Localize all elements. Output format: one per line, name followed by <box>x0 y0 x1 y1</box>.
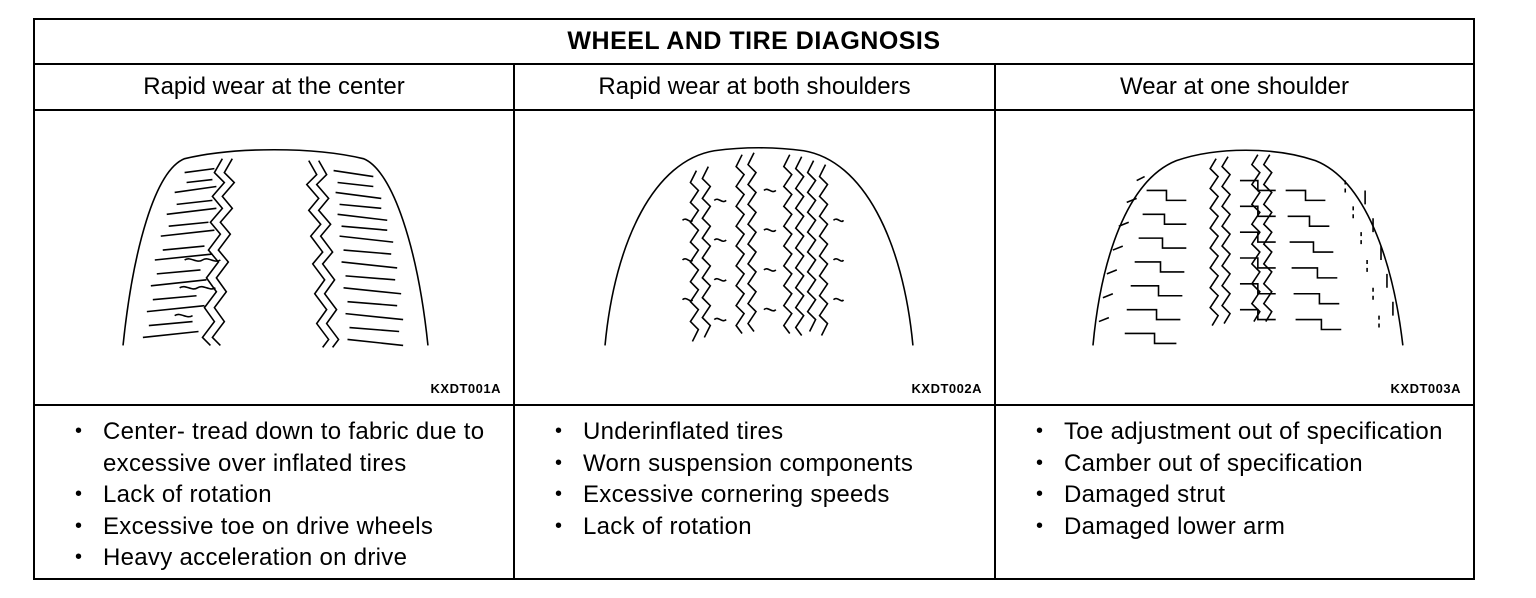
figure-code: KXDT001A <box>430 381 501 396</box>
bullet-icon: • <box>75 420 83 442</box>
bullet-icon: • <box>1036 420 1044 442</box>
diagnosis-table: WHEEL AND TIRE DIAGNOSIS Rapid wear at t… <box>33 18 1475 580</box>
cause-list: •Underinflated tires •Worn suspension co… <box>515 408 994 578</box>
bullet-icon: • <box>1036 514 1044 537</box>
list-item: •Center- tread down to fabric due to exc… <box>75 418 485 477</box>
cause-list: •Center- tread down to fabric due to exc… <box>35 408 513 578</box>
list-item: •Excessive cornering speeds <box>515 479 994 511</box>
tire-figure-shoulders-wear: KXDT002A <box>515 111 994 406</box>
bullet-icon: • <box>75 514 83 537</box>
bullet-icon: • <box>75 546 83 568</box>
bullet-icon: • <box>555 451 563 474</box>
column-shoulders-wear: Rapid wear at both shoulders <box>515 65 996 578</box>
figure-code: KXDT003A <box>1390 381 1461 396</box>
list-item: •Toe adjustment out of specification <box>996 416 1473 448</box>
list-item: •Camber out of specification <box>996 448 1473 480</box>
bullet-icon: • <box>75 483 83 505</box>
list-item: •Underinflated tires <box>515 416 994 448</box>
bullet-icon: • <box>555 514 563 537</box>
tire-shoulders-wear-illustration <box>604 146 914 346</box>
table-title: WHEEL AND TIRE DIAGNOSIS <box>35 20 1473 65</box>
tire-center-wear-illustration <box>122 148 429 348</box>
list-item: •Worn suspension components <box>515 448 994 480</box>
list-item: •Lack of rotation <box>35 479 513 511</box>
tire-one-shoulder-wear-illustration <box>1092 149 1404 346</box>
tire-figure-center-wear: KXDT001A <box>35 111 513 406</box>
bullet-icon: • <box>555 483 563 505</box>
bullet-icon: • <box>555 420 563 442</box>
tire-figure-one-shoulder-wear: KXDT003A <box>996 111 1473 406</box>
list-item: •Excessive toe on drive wheels <box>35 511 513 543</box>
list-item: •Damaged strut <box>996 479 1473 511</box>
bullet-icon: • <box>1036 483 1044 505</box>
column-header: Rapid wear at the center <box>35 65 513 111</box>
list-item: •Lack of rotation <box>515 511 994 543</box>
column-one-shoulder-wear: Wear at one shoulder <box>996 65 1473 578</box>
list-item: •Heavy acceleration on drive <box>35 542 513 574</box>
figure-code: KXDT002A <box>911 381 982 396</box>
bullet-icon: • <box>1036 451 1044 474</box>
list-item: •Damaged lower arm <box>996 511 1473 543</box>
column-header: Rapid wear at both shoulders <box>515 65 994 111</box>
column-center-wear: Rapid wear at the center <box>35 65 515 578</box>
cause-list: •Toe adjustment out of specification •Ca… <box>996 408 1473 578</box>
column-header: Wear at one shoulder <box>996 65 1473 111</box>
